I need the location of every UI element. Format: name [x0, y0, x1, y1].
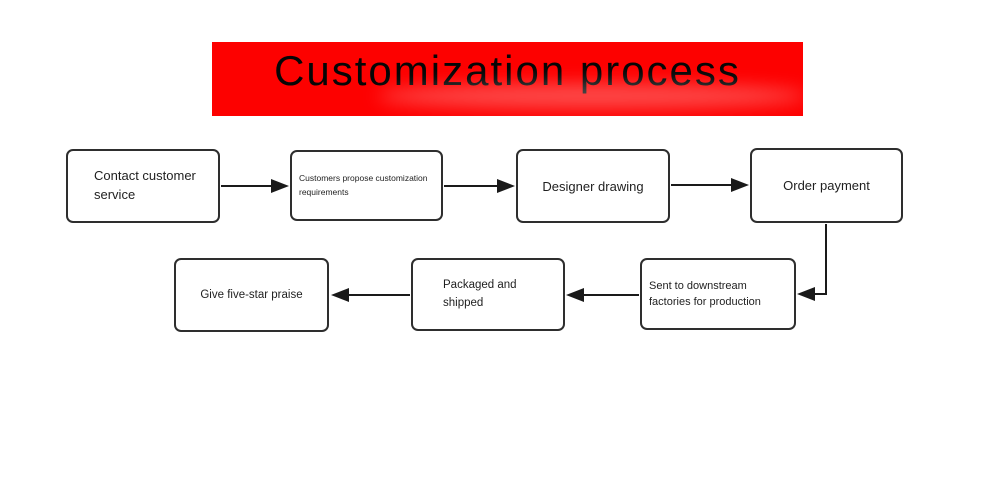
- node-label: Give five-star praise: [200, 289, 303, 301]
- node-label: Contact customer service: [94, 168, 196, 202]
- arrowhead-left-icon: [797, 287, 815, 301]
- arrow-propose-to-designer: [444, 179, 515, 193]
- node-label: Designer drawing: [542, 178, 644, 194]
- arrowhead-right-icon: [271, 179, 289, 193]
- arrow-shaft: [221, 185, 274, 187]
- arrow-shaft: [671, 184, 734, 186]
- node-label: Customers propose customization requirem…: [299, 173, 428, 197]
- arrow-designer-to-payment: [671, 178, 749, 192]
- arrow-shaft: [812, 293, 827, 295]
- arrowhead-right-icon: [497, 179, 515, 193]
- node-contact-customer-service: Contact customer service: [66, 149, 220, 223]
- page-title: Customization process: [274, 47, 741, 94]
- arrow-shaft: [444, 185, 500, 187]
- node-label: Sent to downstream factories for product…: [649, 279, 761, 309]
- node-label: Packaged and shipped: [443, 278, 517, 309]
- arrow-payment-to-downstream-vertical-segment: [825, 224, 827, 295]
- node-sent-to-downstream-factories: Sent to downstream factories for product…: [640, 258, 796, 330]
- arrowhead-left-icon: [331, 288, 349, 302]
- arrowhead-left-icon: [566, 288, 584, 302]
- arrowhead-right-icon: [731, 178, 749, 192]
- title-banner: Customization process: [212, 42, 807, 116]
- node-packaged-and-shipped: Packaged and shipped: [411, 258, 565, 331]
- arrow-shaft: [346, 294, 410, 296]
- node-customers-propose-customization-requirements: Customers propose customization requirem…: [290, 150, 443, 221]
- node-order-payment: Order payment: [750, 148, 903, 223]
- node-label: Order payment: [783, 178, 870, 193]
- node-give-five-star-praise: Give five-star praise: [174, 258, 329, 332]
- arrow-payment-to-downstream: [797, 287, 827, 301]
- arrow-packaged-to-praise: [331, 288, 410, 302]
- node-designer-drawing: Designer drawing: [516, 149, 670, 223]
- arrow-contact-to-propose: [221, 179, 289, 193]
- arrow-downstream-to-packaged: [566, 288, 639, 302]
- arrow-shaft: [581, 294, 639, 296]
